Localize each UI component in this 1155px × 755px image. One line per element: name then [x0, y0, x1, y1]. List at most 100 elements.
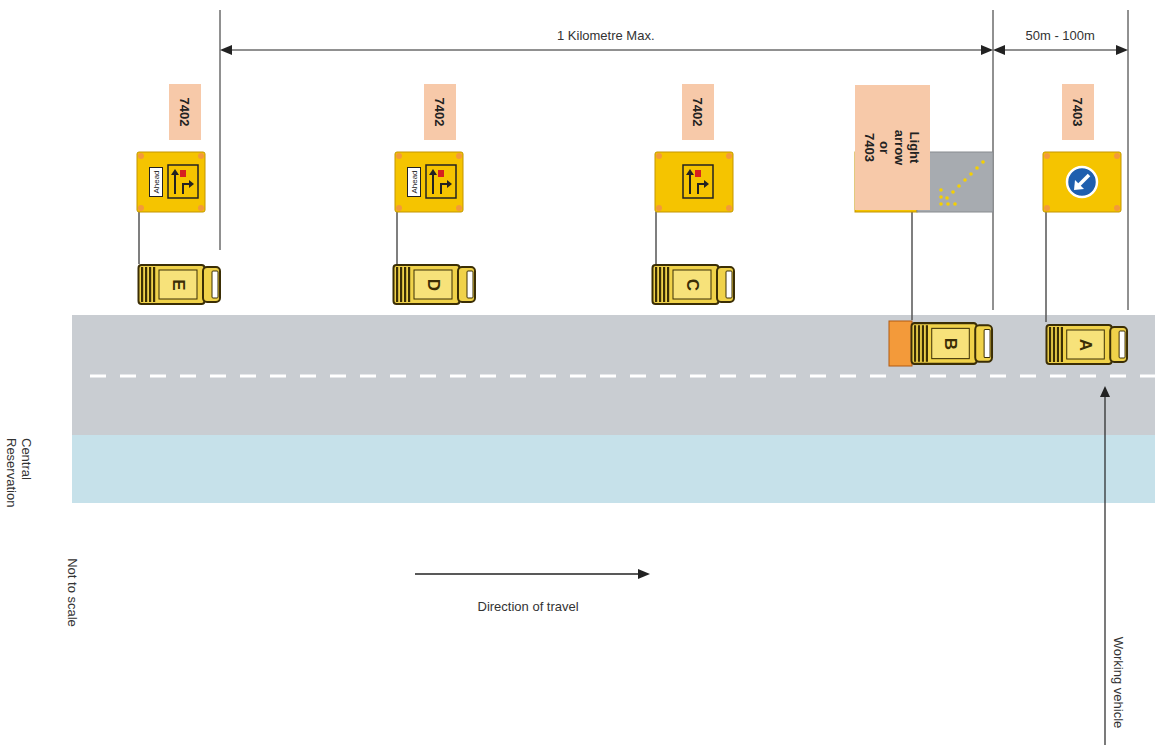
vehicle-shape-part: [918, 325, 920, 362]
vehicle-shape-part: [932, 328, 970, 358]
sign-code: 7402: [433, 98, 448, 127]
dimension-arrowheads-part: [1116, 45, 1128, 55]
sign-light-arrow-part-part: [939, 195, 943, 199]
vehicle-shape-part: [914, 325, 916, 362]
sign-7403-part: [1114, 153, 1120, 159]
vehicle-shape-part: [1053, 327, 1055, 362]
dimension-arrowheads-part: [993, 45, 1005, 55]
vehicle-letter: D: [424, 278, 442, 290]
sign-7403-part: [1067, 167, 1097, 197]
sign-7402-part: [426, 165, 456, 198]
sign-7402-part: [189, 180, 194, 188]
vehicle: C: [651, 262, 736, 307]
dimension-arrowheads-part: [220, 45, 232, 55]
vehicle: A: [1045, 322, 1129, 367]
vehicle-letter: C: [683, 278, 701, 290]
plate-text: Ahead: [152, 170, 161, 193]
sign-7402-part: [698, 184, 705, 194]
sign-posts: [139, 212, 1046, 322]
sign-light-arrow-part-part: [945, 196, 949, 200]
vehicle-shape-part: [726, 271, 732, 298]
vehicle-shape-part: [141, 267, 143, 302]
vehicle: E: [137, 262, 222, 307]
dimension-label: 1 Kilometre Max.: [557, 28, 655, 43]
sign-7402: [395, 152, 463, 212]
vehicle-shape-part: [149, 267, 151, 302]
vehicle-shape-part: [911, 323, 976, 364]
ahead-plate: Ahead: [149, 167, 163, 197]
sign-7402-part: [138, 153, 144, 159]
sign-7402: [137, 152, 205, 212]
vehicle-shape-part: [139, 265, 205, 304]
sign-7402-part: [171, 169, 179, 175]
sign-7402-part: [655, 152, 733, 212]
sign-light-arrow-part-part: [946, 202, 950, 206]
vehicle-shape-part: [673, 270, 711, 299]
vehicle-shape-part: [1061, 327, 1063, 362]
sign-posts-part: [1045, 212, 1047, 322]
sign-7402-part: [683, 165, 713, 198]
sign-7403-part: [1074, 180, 1084, 190]
working-vehicle-leader-part: [1104, 394, 1105, 745]
carriageway-part: [72, 315, 1155, 435]
direction-label: Direction of travel: [478, 599, 579, 614]
sign-posts-part: [396, 212, 398, 264]
sign-7402: [655, 152, 733, 212]
vehicle-shape-part: [1067, 330, 1105, 359]
sign-7402-part: [198, 153, 204, 159]
sign-7402-part: [656, 205, 662, 211]
sign-7402-part: [656, 153, 662, 159]
vehicle-shape-part: [1110, 327, 1127, 362]
note-label: Not to scale: [64, 558, 79, 627]
dimension-arrowheads-part: [981, 45, 993, 55]
direction-arrow-part: [415, 573, 640, 575]
sign-light-arrow-part-part: [981, 160, 985, 164]
plate-text: Ahead: [410, 170, 419, 193]
direction-arrow-part: [638, 569, 650, 579]
sign-7402-part: [138, 205, 144, 211]
carriageway-part: [72, 435, 1155, 503]
vehicle-shape-part: [667, 267, 669, 302]
dimension-lines-part: [1128, 10, 1129, 310]
sign-posts-part: [138, 212, 140, 264]
working-vehicle-leader-part: [1100, 386, 1110, 397]
dimension-lines-part: [228, 50, 985, 51]
vehicle-shape-part: [396, 267, 398, 302]
sign-code: Light arrow or 7403: [862, 125, 922, 169]
vehicle-shape-part: [404, 267, 406, 302]
dimension-lines-part: [1001, 50, 1120, 51]
dimension-lines: [220, 10, 1128, 310]
sign-light-arrow-part-part: [939, 188, 943, 192]
sign-7402-part: [695, 170, 701, 177]
sign-code-tag: 7403: [1062, 84, 1094, 140]
sign-7402-part: [726, 205, 732, 211]
vehicle-shape-part: [408, 267, 410, 302]
vehicle-shape-part: [458, 267, 475, 302]
vehicle-shape-part: [984, 329, 990, 357]
sign-light-arrow-part: [939, 160, 985, 206]
callout-label: Working vehicle: [1111, 636, 1126, 728]
sign-7402-part: [689, 174, 691, 194]
dimension-arrowheads: [220, 45, 1128, 55]
vehicle-shape-part: [467, 271, 473, 298]
vehicle: B: [910, 320, 994, 367]
vehicle-shape-part: [145, 267, 147, 302]
sign-7402-part: [438, 170, 444, 177]
sign-7402-part: [137, 152, 205, 212]
sign-light-arrow-part-part: [953, 202, 957, 206]
vehicle-shape-part: [922, 325, 924, 362]
vehicle-shape-part: [159, 270, 197, 299]
sign-light-arrow-part-part: [969, 172, 973, 176]
carriageway: [72, 315, 1155, 503]
sign-code: 7403: [1071, 98, 1086, 127]
sign-7402-part: [441, 184, 448, 194]
working-vehicle-leader: [1100, 386, 1110, 745]
dimension-label: 50m - 100m: [1026, 28, 1095, 43]
sign-light-arrow-part-part: [963, 178, 967, 182]
sign-7402-part: [183, 184, 190, 194]
sign-7403-part: [1044, 153, 1050, 159]
sign-7402-part: [168, 165, 198, 198]
sign-7402-part: [429, 169, 437, 175]
vehicle-shape-part: [1049, 327, 1051, 362]
